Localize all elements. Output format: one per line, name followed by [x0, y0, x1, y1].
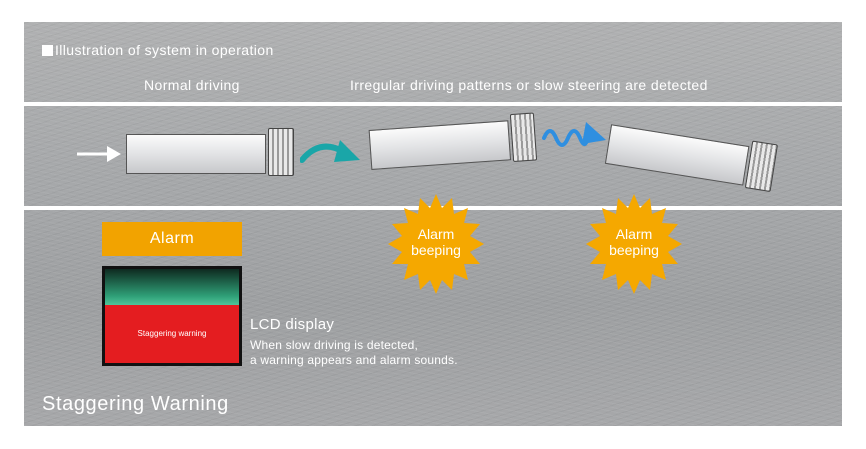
irregular-driving-label: Irregular driving patterns or slow steer… — [350, 77, 708, 93]
zigzag-arrow-icon — [542, 122, 606, 147]
truck-staggering — [604, 124, 779, 193]
curved-arrow-icon — [300, 140, 360, 163]
right-arrow-icon — [77, 146, 121, 162]
alarm-burst-1: Alarm beeping — [386, 190, 486, 294]
truck-cab — [509, 112, 538, 163]
illustration-heading: Illustration of system in operation — [42, 42, 274, 58]
lcd-desc-line-1: When slow driving is detected, — [250, 338, 419, 352]
truck-trailer — [604, 124, 750, 186]
lcd-title: LCD display — [250, 316, 335, 333]
lcd-description: When slow driving is detected, a warning… — [250, 338, 458, 368]
lane-line-top — [24, 102, 842, 106]
truck-cab — [268, 128, 294, 176]
truck-trailer — [368, 120, 512, 170]
truck-drifting — [368, 112, 539, 170]
staggering-warning-title: Staggering Warning — [42, 393, 229, 415]
burst-line-1: Alarm — [417, 226, 455, 242]
truck-normal — [126, 128, 296, 176]
square-bullet-icon — [42, 45, 53, 56]
lcd-green-area — [105, 269, 239, 305]
illustration-panel: Illustration of system in operation Norm… — [24, 22, 842, 426]
normal-driving-label: Normal driving — [144, 77, 240, 93]
truck-cab — [744, 140, 778, 193]
alarm-burst-2: Alarm beeping — [584, 190, 684, 294]
starburst-icon — [388, 194, 484, 294]
burst-line-2: beeping — [609, 242, 659, 258]
starburst-icon — [586, 194, 682, 294]
burst-line-2: beeping — [411, 242, 461, 258]
lcd-display: Staggering warning — [102, 266, 242, 366]
alarm-indicator: Alarm — [102, 222, 242, 256]
lcd-desc-line-2: a warning appears and alarm sounds. — [250, 353, 458, 367]
burst-line-1: Alarm — [615, 226, 653, 242]
truck-trailer — [126, 134, 266, 174]
lcd-warning-area: Staggering warning — [105, 305, 239, 363]
